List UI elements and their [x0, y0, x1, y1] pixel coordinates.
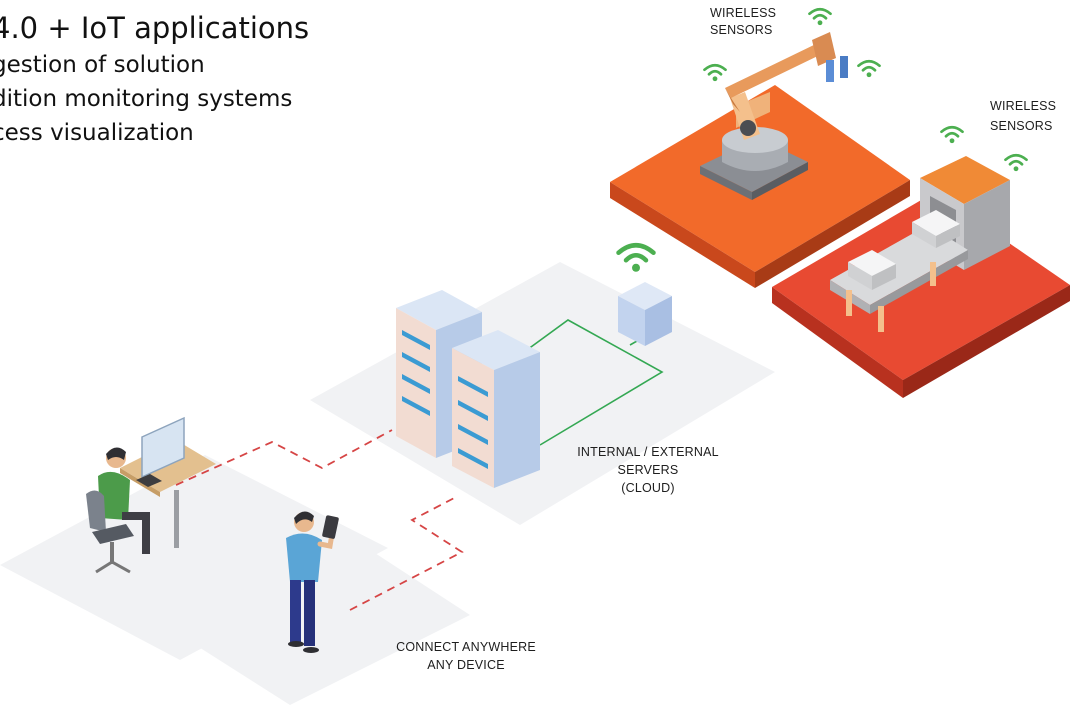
diagram-labels: WIRELESS SENSORS WIRELESS SENSORS INTERN… — [396, 6, 1056, 672]
wifi-icon — [703, 63, 727, 82]
person-icon — [286, 511, 339, 653]
label-connect-1: CONNECT ANYWHERE — [396, 640, 536, 654]
label-sensors-top-1: WIRELESS — [710, 6, 776, 20]
heading-line-3: cess visualization — [0, 120, 194, 146]
wifi-icon — [1004, 153, 1028, 172]
label-servers-1: INTERNAL / EXTERNAL — [577, 445, 719, 459]
label-sensors-top-2: SENSORS — [710, 23, 773, 37]
heading-line-1: gestion of solution — [0, 52, 205, 78]
robot-arm-icon — [700, 32, 848, 200]
wifi-icon — [619, 245, 654, 272]
access-point-icon — [618, 282, 672, 346]
mobile-floor — [172, 540, 470, 705]
server-floor — [310, 262, 775, 525]
conveyor-icon — [830, 156, 1010, 332]
label-sensors-right-2: SENSORS — [990, 119, 1053, 133]
dashed-links — [175, 429, 464, 611]
server-rack-icon — [396, 290, 540, 488]
wifi-icon — [808, 7, 832, 26]
monitor-icon — [141, 416, 185, 479]
heading-line-2: dition monitoring systems — [0, 86, 293, 112]
label-sensors-right-1: WIRELESS — [990, 99, 1056, 113]
label-servers-2: SERVERS — [618, 463, 679, 477]
heading-title: 4.0 + IoT applications — [0, 11, 310, 45]
wifi-icon — [940, 125, 964, 144]
heading: 4.0 + IoT applications gestion of soluti… — [0, 8, 309, 150]
desk-worker — [86, 416, 216, 574]
wifi-icon — [857, 59, 881, 78]
label-connect-2: ANY DEVICE — [427, 658, 505, 672]
label-servers-3: (CLOUD) — [621, 481, 674, 495]
tablet-icon — [322, 515, 339, 539]
desk-floor — [0, 455, 388, 660]
